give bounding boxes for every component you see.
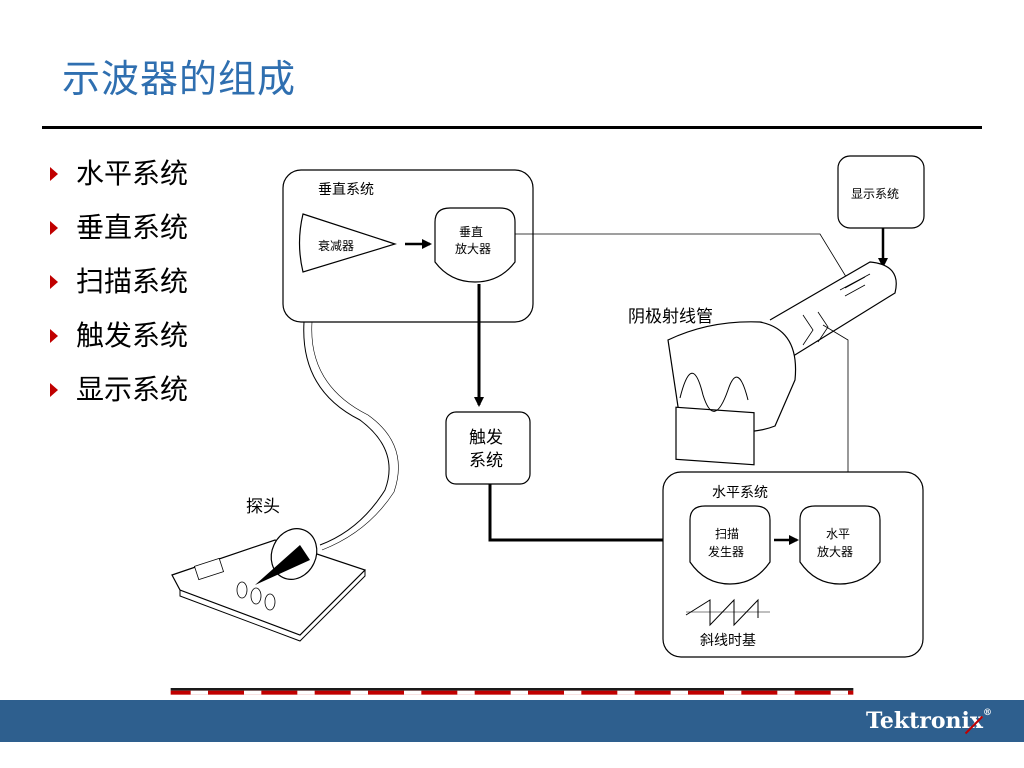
horizontal-amp-label-2: 放大器 — [817, 544, 853, 559]
bullet-item: 水平系统 — [44, 150, 188, 204]
bullet-text: 显示系统 — [76, 373, 189, 406]
ramp-waveform-icon — [685, 598, 759, 627]
hsys-to-crt-line — [822, 324, 849, 472]
attenuator-label: 衰减器 — [318, 238, 354, 253]
bullet-text: 扫描系统 — [76, 265, 189, 298]
vertical-amp-label-1: 垂直 — [459, 225, 483, 239]
sweep-generator-shape — [689, 505, 771, 585]
probe-cable-inner — [311, 321, 399, 551]
horizontal-amp-label-1: 水平 — [826, 527, 850, 541]
sweep-label-1: 扫描 — [715, 527, 739, 541]
title-divider — [42, 126, 982, 129]
bullet-item: 垂直系统 — [44, 204, 188, 258]
brand-text: Tektronix — [866, 708, 983, 734]
probe-board — [171, 528, 367, 642]
arrow-trigger-to-sweep — [488, 484, 685, 545]
display-system-label: 显示系统 — [851, 187, 899, 201]
horizontal-system-label: 水平系统 — [712, 485, 768, 501]
slide-title: 示波器的组成 — [62, 57, 297, 101]
bullet-triangle-icon — [50, 221, 58, 235]
bullet-item: 显示系统 — [44, 366, 188, 420]
bullet-triangle-icon — [50, 275, 58, 289]
crt-tube — [667, 261, 897, 466]
vamp-to-crt-line — [515, 233, 849, 281]
bullet-text: 水平系统 — [76, 157, 189, 190]
attenuator-shape — [298, 213, 397, 273]
trigger-label-2: 系统 — [469, 451, 503, 471]
bullet-triangle-icon — [50, 383, 58, 397]
probe-label: 探头 — [246, 497, 280, 517]
bullet-item: 扫描系统 — [44, 258, 188, 312]
display-system-box — [837, 155, 925, 229]
probe-cable — [303, 321, 390, 546]
bullet-triangle-icon — [50, 329, 58, 343]
bullet-triangle-icon — [50, 167, 58, 181]
bullet-text: 触发系统 — [76, 319, 189, 352]
bullet-item: 触发系统 — [44, 312, 188, 366]
footer-stripe — [170, 688, 854, 695]
vertical-system-label: 垂直系统 — [318, 181, 374, 198]
vertical-amp-label-2: 放大器 — [455, 241, 491, 256]
bullet-text: 垂直系统 — [76, 211, 189, 244]
horizontal-amp-shape — [799, 505, 881, 585]
vertical-amp-shape — [434, 207, 516, 283]
oscilloscope-block-diagram: 垂直系统 衰减器 垂直 放大器 显示系统 阴极射线管 触发 系统 水平系统 扫描… — [171, 155, 925, 658]
trigger-system-box — [445, 411, 531, 485]
trigger-label-1: 触发 — [469, 428, 503, 448]
bullet-list: 水平系统 垂直系统 扫描系统 触发系统 显示系统 — [44, 150, 188, 420]
registered-mark: ® — [983, 708, 992, 718]
footer-bar — [0, 700, 1024, 742]
ramp-timebase-label: 斜线时基 — [700, 632, 756, 649]
crt-label: 阴极射线管 — [628, 307, 713, 327]
sweep-label-2: 发生器 — [708, 544, 744, 559]
tektronix-logo: Tektronix® — [866, 708, 992, 734]
